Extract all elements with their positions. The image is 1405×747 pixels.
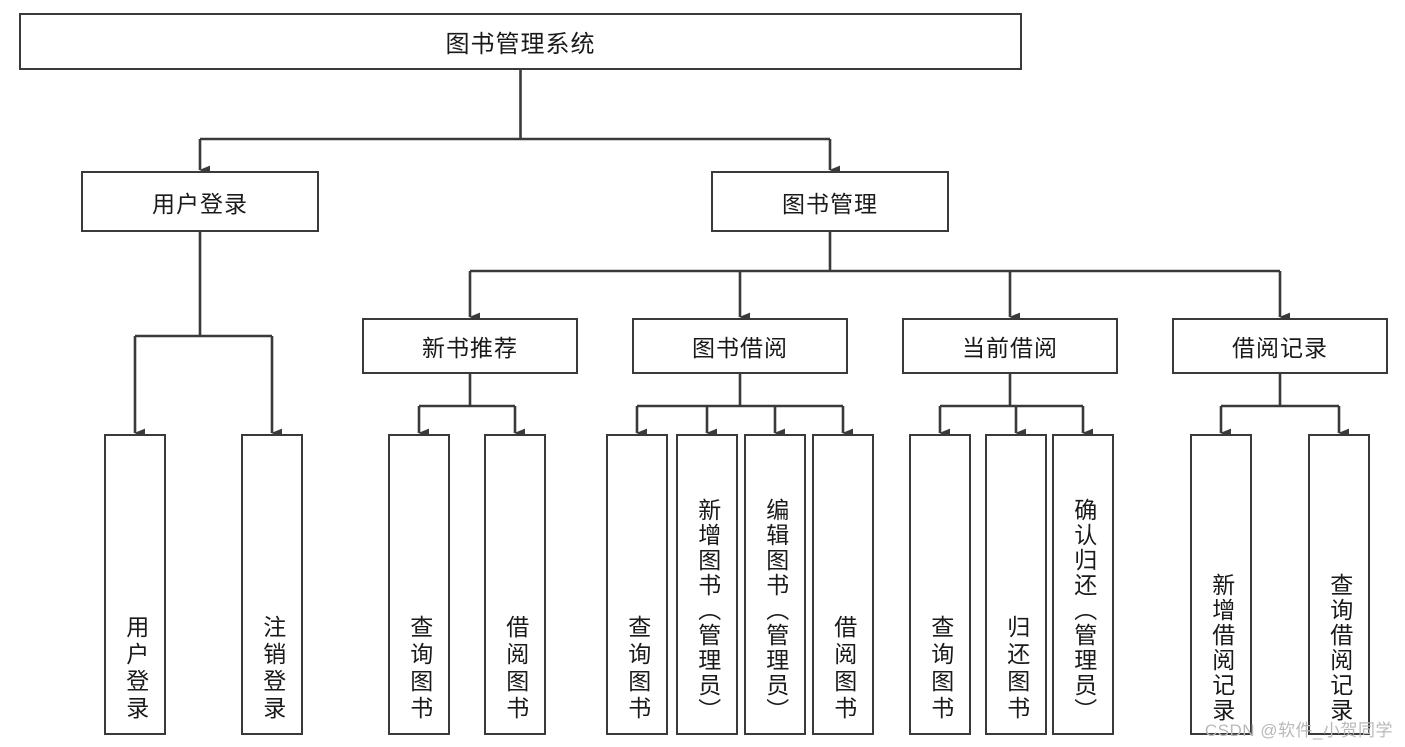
node-leaf-add-book[interactable]: 新增图书（管理员） <box>676 434 738 735</box>
node-new-book-rec-label: 新书推荐 <box>422 335 518 361</box>
node-user-login-label: 用户登录 <box>152 190 248 217</box>
node-leaf-query-book-2-label: 查询图书 <box>624 615 651 723</box>
node-current-borrow-label: 当前借阅 <box>962 335 1058 361</box>
node-leaf-query-book-1-label: 查询图书 <box>406 615 433 723</box>
node-leaf-edit-book[interactable]: 编辑图书（管理员） <box>744 434 806 735</box>
node-user-login[interactable]: 用户登录 <box>81 171 319 232</box>
node-leaf-confirm-return-label: 确认归还（管理员） <box>1070 498 1097 723</box>
node-root-label: 图书管理系统 <box>445 31 596 58</box>
node-leaf-borrow-book-1-label: 借阅图书 <box>502 615 529 723</box>
node-new-book-rec[interactable]: 新书推荐 <box>362 318 578 374</box>
node-book-manage-label: 图书管理 <box>782 190 878 217</box>
node-book-manage[interactable]: 图书管理 <box>711 171 949 232</box>
node-leaf-add-record-label: 新增借阅记录 <box>1208 573 1235 723</box>
node-book-borrow[interactable]: 图书借阅 <box>632 318 848 374</box>
node-leaf-borrow-book-1[interactable]: 借阅图书 <box>484 434 546 735</box>
node-current-borrow[interactable]: 当前借阅 <box>902 318 1118 374</box>
node-leaf-return-book-label: 归还图书 <box>1003 615 1030 723</box>
node-leaf-query-book-1[interactable]: 查询图书 <box>388 434 450 735</box>
node-leaf-confirm-return[interactable]: 确认归还（管理员） <box>1052 434 1114 735</box>
node-borrow-record[interactable]: 借阅记录 <box>1172 318 1388 374</box>
node-leaf-edit-book-label: 编辑图书（管理员） <box>762 498 789 723</box>
node-leaf-query-book-3-label: 查询图书 <box>927 615 954 723</box>
node-leaf-query-record[interactable]: 查询借阅记录 <box>1308 434 1370 735</box>
node-leaf-query-record-label: 查询借阅记录 <box>1326 573 1353 723</box>
node-leaf-user-logout-label: 注销登录 <box>259 615 286 723</box>
node-leaf-user-login[interactable]: 用户登录 <box>104 434 166 735</box>
node-book-borrow-label: 图书借阅 <box>692 335 788 361</box>
node-leaf-query-book-3[interactable]: 查询图书 <box>909 434 971 735</box>
node-leaf-borrow-book-2-label: 借阅图书 <box>830 615 857 723</box>
node-leaf-query-book-2[interactable]: 查询图书 <box>606 434 668 735</box>
node-leaf-return-book[interactable]: 归还图书 <box>985 434 1047 735</box>
node-leaf-add-book-label: 新增图书（管理员） <box>694 498 721 723</box>
node-root[interactable]: 图书管理系统 <box>19 13 1022 70</box>
node-leaf-user-login-label: 用户登录 <box>122 615 149 723</box>
node-borrow-record-label: 借阅记录 <box>1232 335 1328 361</box>
node-leaf-user-logout[interactable]: 注销登录 <box>241 434 303 735</box>
node-leaf-add-record[interactable]: 新增借阅记录 <box>1190 434 1252 735</box>
node-leaf-borrow-book-2[interactable]: 借阅图书 <box>812 434 874 735</box>
watermark: CSDN @软件_小贺同学 <box>1204 721 1393 740</box>
